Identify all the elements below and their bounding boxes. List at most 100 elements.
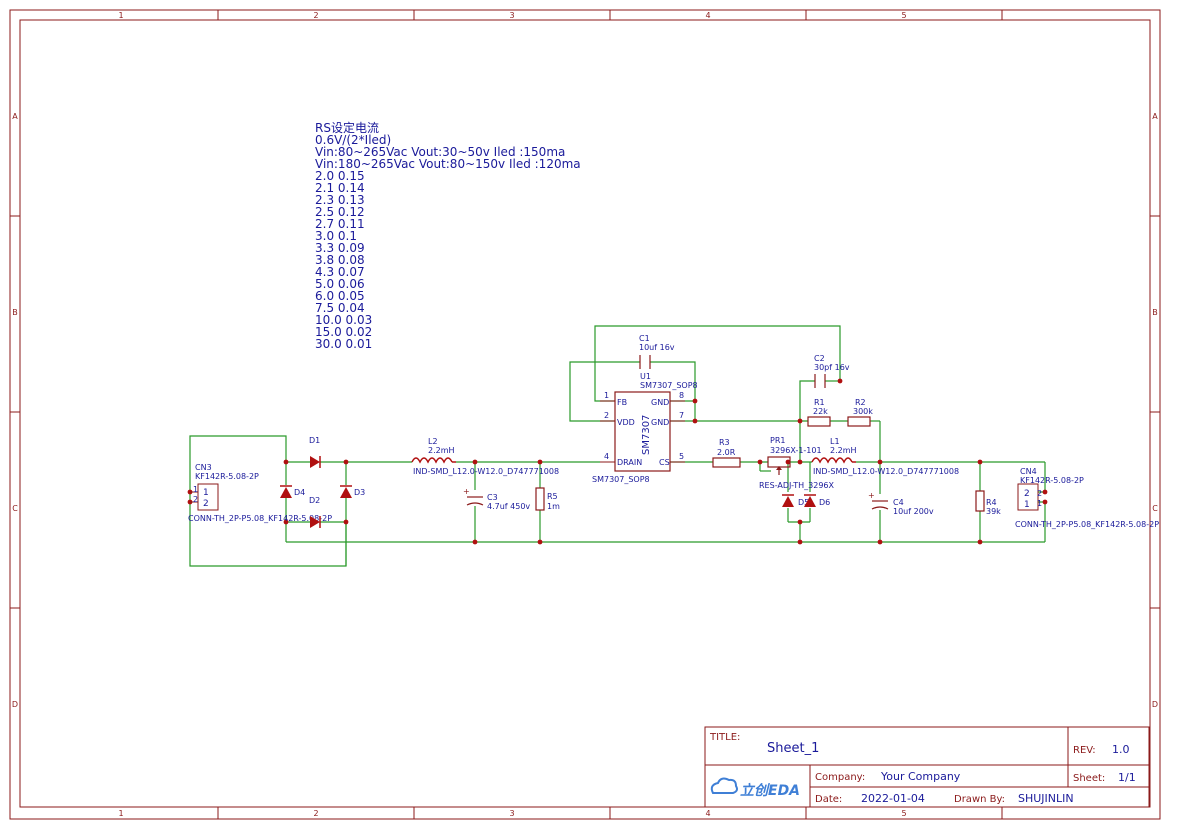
c2-ref: C2	[814, 354, 825, 363]
u1-pin2-number: 2	[604, 411, 609, 420]
sheet-label: Sheet:	[1073, 773, 1105, 784]
u1-ref: U1	[640, 372, 651, 381]
svg-text:+: +	[868, 491, 875, 500]
resistor-r4: R4 39k	[975, 490, 1001, 516]
note-line: 5.0 0.06	[315, 277, 365, 291]
design-notes: RS设定电流 0.6V/(2*Iled) Vin:80~265Vac Vout:…	[315, 120, 581, 351]
r2-ref: R2	[855, 398, 866, 407]
r1-value: 22k	[813, 407, 828, 416]
r2-value: 300k	[853, 407, 873, 416]
l1-ref: L1	[830, 437, 840, 446]
cn4-ref: CN4	[1020, 467, 1037, 476]
u1-body-label: SM7307	[641, 415, 652, 455]
col-label-top-3: 3	[509, 11, 514, 20]
capacitor-c1: C1 10uf 16v	[639, 334, 675, 369]
l2-value: 2.2mH	[428, 446, 455, 455]
note-line: 2.3 0.13	[315, 193, 365, 207]
col-label-bottom-1: 1	[118, 809, 123, 818]
l1-value: 2.2mH	[830, 446, 857, 455]
inductor-l1: L1 2.2mH IND-SMD_L12.0-W12.0_D747771008	[811, 437, 959, 476]
note-line: RS设定电流	[315, 120, 379, 135]
note-line: 0.6V/(2*Iled)	[315, 133, 391, 147]
r3-value: 2.0R	[717, 448, 736, 457]
u1-pin-cs: CS	[659, 458, 670, 467]
cn3-pin1-label: 1	[203, 488, 209, 498]
row-label-left-c: C	[12, 504, 18, 513]
cn4-pin1-number: 1	[1037, 499, 1042, 508]
col-label-top-5: 5	[901, 11, 906, 20]
sheet-frame	[9, 9, 1161, 820]
c4-ref: C4	[893, 498, 904, 507]
u1-footprint: SM7307_SOP8	[592, 475, 650, 484]
row-label-right-c: C	[1152, 504, 1158, 513]
d4-ref: D4	[294, 488, 305, 497]
r1-ref: R1	[814, 398, 825, 407]
d6-ref: D6	[819, 498, 830, 507]
cn3-ref: CN3	[195, 463, 212, 472]
col-label-bottom-3: 3	[509, 809, 514, 818]
cn4-pin2-label: 2	[1024, 489, 1030, 499]
u1-pin-vdd: VDD	[617, 418, 635, 427]
cn3-pin2-label: 2	[203, 499, 209, 509]
rev-label: REV:	[1073, 745, 1096, 756]
title-block: TITLE: Sheet_1 REV: 1.0 立创EDA Company: Y…	[704, 726, 1150, 808]
date-value: 2022-01-04	[861, 792, 925, 805]
note-line: 2.7 0.11	[315, 217, 365, 231]
note-line: 2.5 0.12	[315, 205, 365, 219]
capacitor-c4: + C4 10uf 200v	[868, 491, 934, 516]
col-label-bottom-5: 5	[901, 809, 906, 818]
resistor-r3: R3 2.0R	[712, 438, 741, 468]
cn4-pin2-number: 2	[1037, 489, 1042, 498]
u1-pin-gnd7: GND	[651, 418, 669, 427]
lceda-logo: 立创EDA	[710, 777, 800, 799]
note-line: 30.0 0.01	[315, 337, 372, 351]
note-line: 4.3 0.07	[315, 265, 365, 279]
diode-d1: D1	[309, 436, 321, 468]
c3-value: 4.7uf 450v	[487, 502, 530, 511]
cn3-value: KF142R-5.08-2P	[195, 472, 259, 481]
note-line: 2.0 0.15	[315, 169, 365, 183]
r3-ref: R3	[719, 438, 730, 447]
note-line: Vin:180~265Vac Vout:80~150v Iled :120ma	[315, 157, 581, 171]
cn3-pin2-number: 2	[193, 495, 198, 504]
u1-pin5-number: 5	[679, 452, 684, 461]
rev-value: 1.0	[1112, 743, 1130, 756]
col-label-bottom-4: 4	[705, 809, 710, 818]
u1-pin-gnd8: GND	[651, 398, 669, 407]
title-label: TITLE:	[709, 732, 740, 743]
ic-u1: U1 SM7307_SOP8 SM7307_SOP8 1 2 4 8 7 5 F…	[592, 372, 698, 484]
r5-ref: R5	[547, 492, 558, 501]
col-label-top-1: 1	[118, 11, 123, 20]
d5-ref: D5	[798, 498, 809, 507]
note-line: 10.0 0.03	[315, 313, 372, 327]
u1-pin8-number: 8	[679, 391, 684, 400]
resistor-r5: R5 1m	[535, 487, 560, 511]
frame-row-labels: A B C D A B C D	[12, 112, 1158, 709]
u1-pin-drain: DRAIN	[617, 458, 642, 467]
pr1-ref: PR1	[770, 436, 785, 445]
note-line: 3.0 0.1	[315, 229, 357, 243]
l2-footprint: IND-SMD_L12.0-W12.0_D747771008	[413, 467, 559, 476]
frame-column-labels: 1 2 3 4 5 1 2 3 4 5	[118, 11, 906, 818]
pr1-footprint: RES-ADJ-TH_3296X	[759, 481, 835, 490]
cn4-footprint: CONN-TH_2P-P5.08_KF142R-5.08-2P	[1015, 520, 1159, 529]
u1-pin4-number: 4	[604, 452, 609, 461]
note-line: 6.0 0.05	[315, 289, 365, 303]
diode-d5: D5	[782, 494, 809, 507]
r4-value: 39k	[986, 507, 1001, 516]
d1-ref: D1	[309, 436, 320, 445]
row-label-left-a: A	[12, 112, 18, 121]
row-label-left-b: B	[12, 308, 18, 317]
c3-ref: C3	[487, 493, 498, 502]
d3-ref: D3	[354, 488, 365, 497]
row-label-left-d: D	[12, 700, 18, 709]
sheet-title: Sheet_1	[767, 741, 819, 756]
u1-pin-fb: FB	[617, 398, 627, 407]
note-line: 7.5 0.04	[315, 301, 365, 315]
inductor-l2: L2 2.2mH IND-SMD_L12.0-W12.0_D747771008	[411, 437, 559, 476]
note-line: 2.1 0.14	[315, 181, 365, 195]
c4-value: 10uf 200v	[893, 507, 934, 516]
r5-value: 1m	[547, 502, 560, 511]
d2-ref: D2	[309, 496, 320, 505]
cn3-pin1-number: 1	[193, 485, 198, 494]
